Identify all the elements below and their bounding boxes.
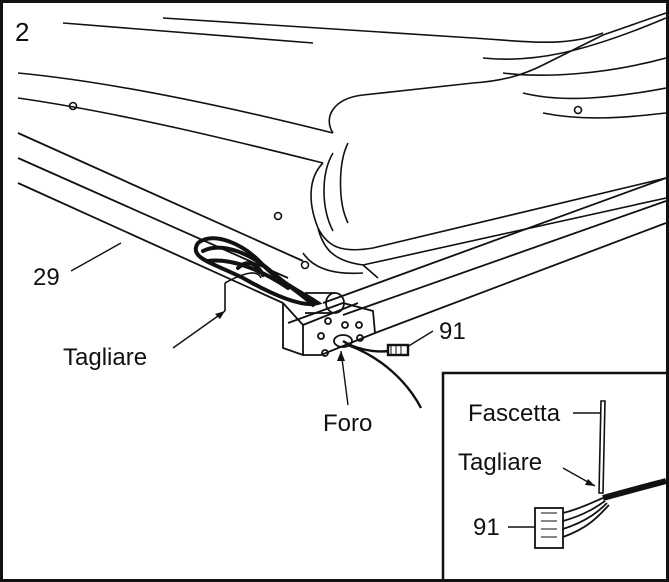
step-number: 2 <box>15 17 29 47</box>
inset-tie-label: Fascetta <box>468 400 561 427</box>
leader-91-main <box>406 330 434 348</box>
inset-detail: Fascetta Tagliare 91 <box>441 371 666 579</box>
treadmill-deck <box>17 12 666 279</box>
wire-91-main <box>342 339 423 409</box>
inset-connector <box>534 507 564 549</box>
inset-wire-bundle <box>562 478 666 538</box>
assembly-drawing: 2 29 Tagliare Foro 91 Fascetta Tagliare … <box>15 12 666 579</box>
inset-cut-label: Tagliare <box>458 449 542 476</box>
frame-rail <box>17 132 666 357</box>
cable-tie-main <box>224 272 262 311</box>
leader-cut-main <box>172 310 226 349</box>
inset-cable-tie <box>598 400 606 494</box>
callout-91-main: 91 <box>439 318 466 345</box>
arrow-hole <box>337 351 345 361</box>
callout-29: 29 <box>33 264 60 291</box>
leader-29 <box>70 242 122 272</box>
arrow-cut-main <box>215 311 225 319</box>
wire-coil <box>193 236 323 307</box>
inset-91-label: 91 <box>473 514 500 541</box>
callout-hole: Foro <box>323 410 372 437</box>
callout-cut-main: Tagliare <box>63 344 147 371</box>
